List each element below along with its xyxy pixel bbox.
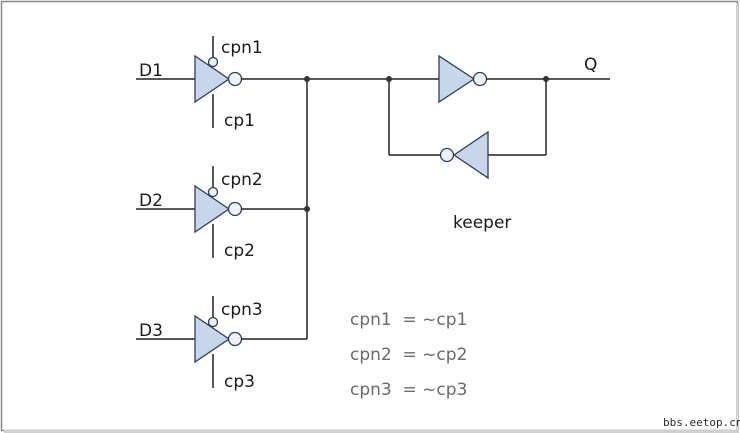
junction-dot-keeper-out: [543, 76, 549, 82]
enable-bubble-1: [207, 56, 219, 68]
equation-2: cpn2 = ~cp2: [350, 345, 467, 365]
inverter-triangle-3: [194, 314, 231, 364]
enable-bubble-2: [207, 186, 219, 198]
junction-dot-bus-top: [304, 76, 310, 82]
keeper-forward-inverter: [438, 54, 476, 104]
tristate-inverter-1: [136, 36, 389, 128]
junction-dot-bus-mid: [304, 206, 310, 212]
label-q: Q: [584, 55, 597, 75]
tristate-inverter-2: [136, 166, 307, 258]
output-bubble-2: [227, 201, 243, 217]
inverter-triangle-1: [194, 54, 231, 104]
keeper-feedback-bubble: [439, 147, 455, 163]
watermark: bbs.eetop.cn: [663, 416, 740, 429]
keeper-feedback-inverter: [452, 130, 489, 180]
output-bubble-1: [227, 71, 243, 87]
label-keeper: keeper: [453, 213, 511, 233]
tristate-inverter-3: [136, 296, 307, 388]
label-d3: D3: [139, 321, 163, 341]
label-cpn2: cpn2: [221, 170, 263, 190]
output-bubble-3: [227, 331, 243, 347]
label-d1: D1: [139, 61, 163, 81]
frame-shadow-right: [736, 4, 739, 432]
label-cpn3: cpn3: [221, 300, 263, 320]
frame-shadow-bottom: [4, 430, 739, 433]
keeper-latch: [386, 54, 610, 180]
label-cpn1: cpn1: [221, 38, 263, 58]
label-cp3: cp3: [224, 372, 255, 392]
keeper-forward-bubble: [472, 71, 488, 87]
equation-3: cpn3 = ~cp3: [350, 380, 467, 400]
equation-1: cpn1 = ~cp1: [350, 310, 467, 330]
junction-dot-keeper-in: [386, 76, 392, 82]
enable-bubble-3: [207, 316, 219, 328]
inverter-triangle-2: [194, 184, 231, 234]
label-cp2: cp2: [224, 241, 255, 261]
label-cp1: cp1: [224, 111, 255, 131]
label-d2: D2: [139, 191, 163, 211]
